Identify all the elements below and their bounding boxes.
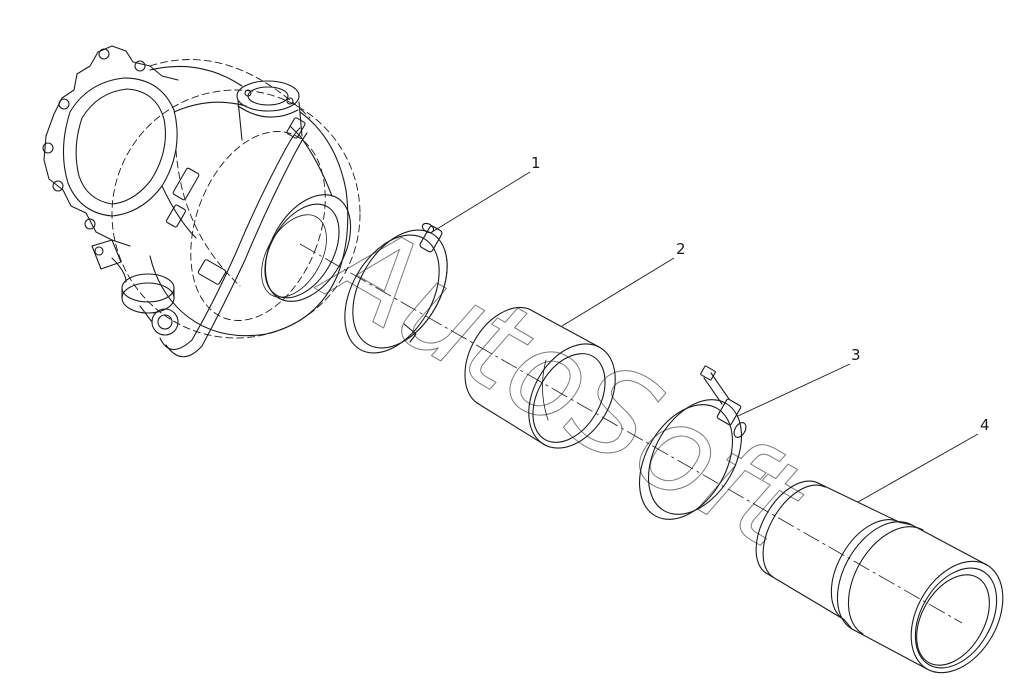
hose-near-end-outer <box>528 343 616 449</box>
pipe-step-side <box>843 521 913 630</box>
watermark: AutoSoft <box>298 192 826 578</box>
clamp-band-edge <box>647 399 743 515</box>
pipe-body-top <box>911 524 988 566</box>
pipe-near-end-lip <box>914 567 998 669</box>
pipe-body-top <box>817 482 901 524</box>
flange-bolt-boss <box>42 142 54 154</box>
clamp-band-slots <box>405 250 448 341</box>
actuator-port-bore <box>157 314 173 330</box>
actuator-port <box>151 308 179 336</box>
line-clip <box>286 117 306 139</box>
connector-pin <box>94 246 104 256</box>
assembly-centerline <box>299 243 963 624</box>
outlet-flange-edge <box>237 105 299 118</box>
leader-line <box>857 433 979 503</box>
callout-label[interactable]: 4 <box>980 416 990 434</box>
compressor-volute-hidden-outline <box>111 89 361 339</box>
turbine-housing-face <box>62 77 178 217</box>
part-1-hose-clamp <box>344 222 448 354</box>
inlet-mouth-bore <box>261 214 327 298</box>
pressure-line <box>159 127 301 351</box>
hose-body-bottom <box>476 402 546 446</box>
clamp-trunnion <box>733 422 747 438</box>
pipe-body-bottom <box>765 572 845 621</box>
pipe-bead-ring <box>847 526 924 635</box>
callout-label[interactable]: 1 <box>531 154 541 172</box>
line-clip <box>197 259 227 285</box>
flange-bolt-boss <box>84 218 96 230</box>
callout-3[interactable]: 3 <box>737 346 861 417</box>
leader-line <box>561 257 675 327</box>
center-housing-band <box>173 101 247 113</box>
watermark-text: AutoSoft <box>299 192 826 577</box>
callout-label[interactable]: 2 <box>676 240 686 258</box>
flange-bolt-boss <box>58 98 70 110</box>
callout-2[interactable]: 2 <box>561 240 686 327</box>
outlet-flange-rim <box>236 80 300 112</box>
pipe-bead-ring <box>836 521 913 630</box>
outlet-bolt-hole <box>286 97 294 105</box>
part-2-hose <box>464 307 616 449</box>
clamp-band-edge <box>344 234 440 354</box>
leader-line <box>431 171 531 233</box>
pipe-far-end-edge <box>755 480 819 574</box>
hose-inner-wall <box>542 359 549 421</box>
compressor-wheel-hidden-outline <box>190 131 326 321</box>
leader-line <box>737 363 851 417</box>
center-housing-band <box>161 185 197 239</box>
pressure-line <box>165 132 308 358</box>
pipe-far-end-lip <box>762 484 826 578</box>
turbine-flange-outline <box>43 45 179 161</box>
clamp-band-tail <box>403 323 417 343</box>
line-clip <box>165 204 187 228</box>
part-3-t-bolt-clamp <box>638 365 747 520</box>
clamp-t-bolt-housing <box>716 398 742 426</box>
clamp-band-edge <box>638 404 734 520</box>
actuator-can-top <box>121 273 175 303</box>
pipe-near-end-outer <box>910 560 1004 674</box>
outlet-bolt-hole <box>244 89 252 97</box>
connector-wire <box>111 257 127 283</box>
pipe-step-ring <box>830 519 901 621</box>
clamp-t-bolt-rod <box>703 372 730 405</box>
callout-4[interactable]: 4 <box>857 416 990 503</box>
flange-bolt-boss <box>98 48 110 60</box>
hose-body-top <box>528 308 600 348</box>
part-4-pipe <box>755 480 1004 674</box>
pipe-near-end-inner <box>916 574 990 666</box>
actuator-stem <box>139 305 153 323</box>
callout-label[interactable]: 3 <box>851 346 861 364</box>
center-housing-band <box>149 65 243 87</box>
compressor-volute-outline <box>149 111 349 337</box>
actuator-can-side <box>121 287 175 299</box>
inlet-mouth-lip <box>264 194 352 302</box>
turbine-flange-lower-outline <box>43 159 131 247</box>
pipe-body-bottom <box>851 628 928 670</box>
line-clip <box>172 167 200 201</box>
turbocharger <box>42 45 361 358</box>
callout-1[interactable]: 1 <box>431 154 541 233</box>
volute-hidden-line <box>175 149 241 287</box>
flange-bolt-boss <box>134 60 146 72</box>
connector-body <box>91 239 122 270</box>
volute-hidden-line <box>149 59 311 119</box>
hose-far-end-edge <box>464 307 530 404</box>
turbine-housing-inner-face <box>75 88 166 205</box>
inlet-neck <box>289 125 333 197</box>
outlet-flange-bore <box>247 86 289 106</box>
clamp-t-bolt-nut <box>700 365 716 381</box>
flange-bolt-boss <box>52 180 64 192</box>
